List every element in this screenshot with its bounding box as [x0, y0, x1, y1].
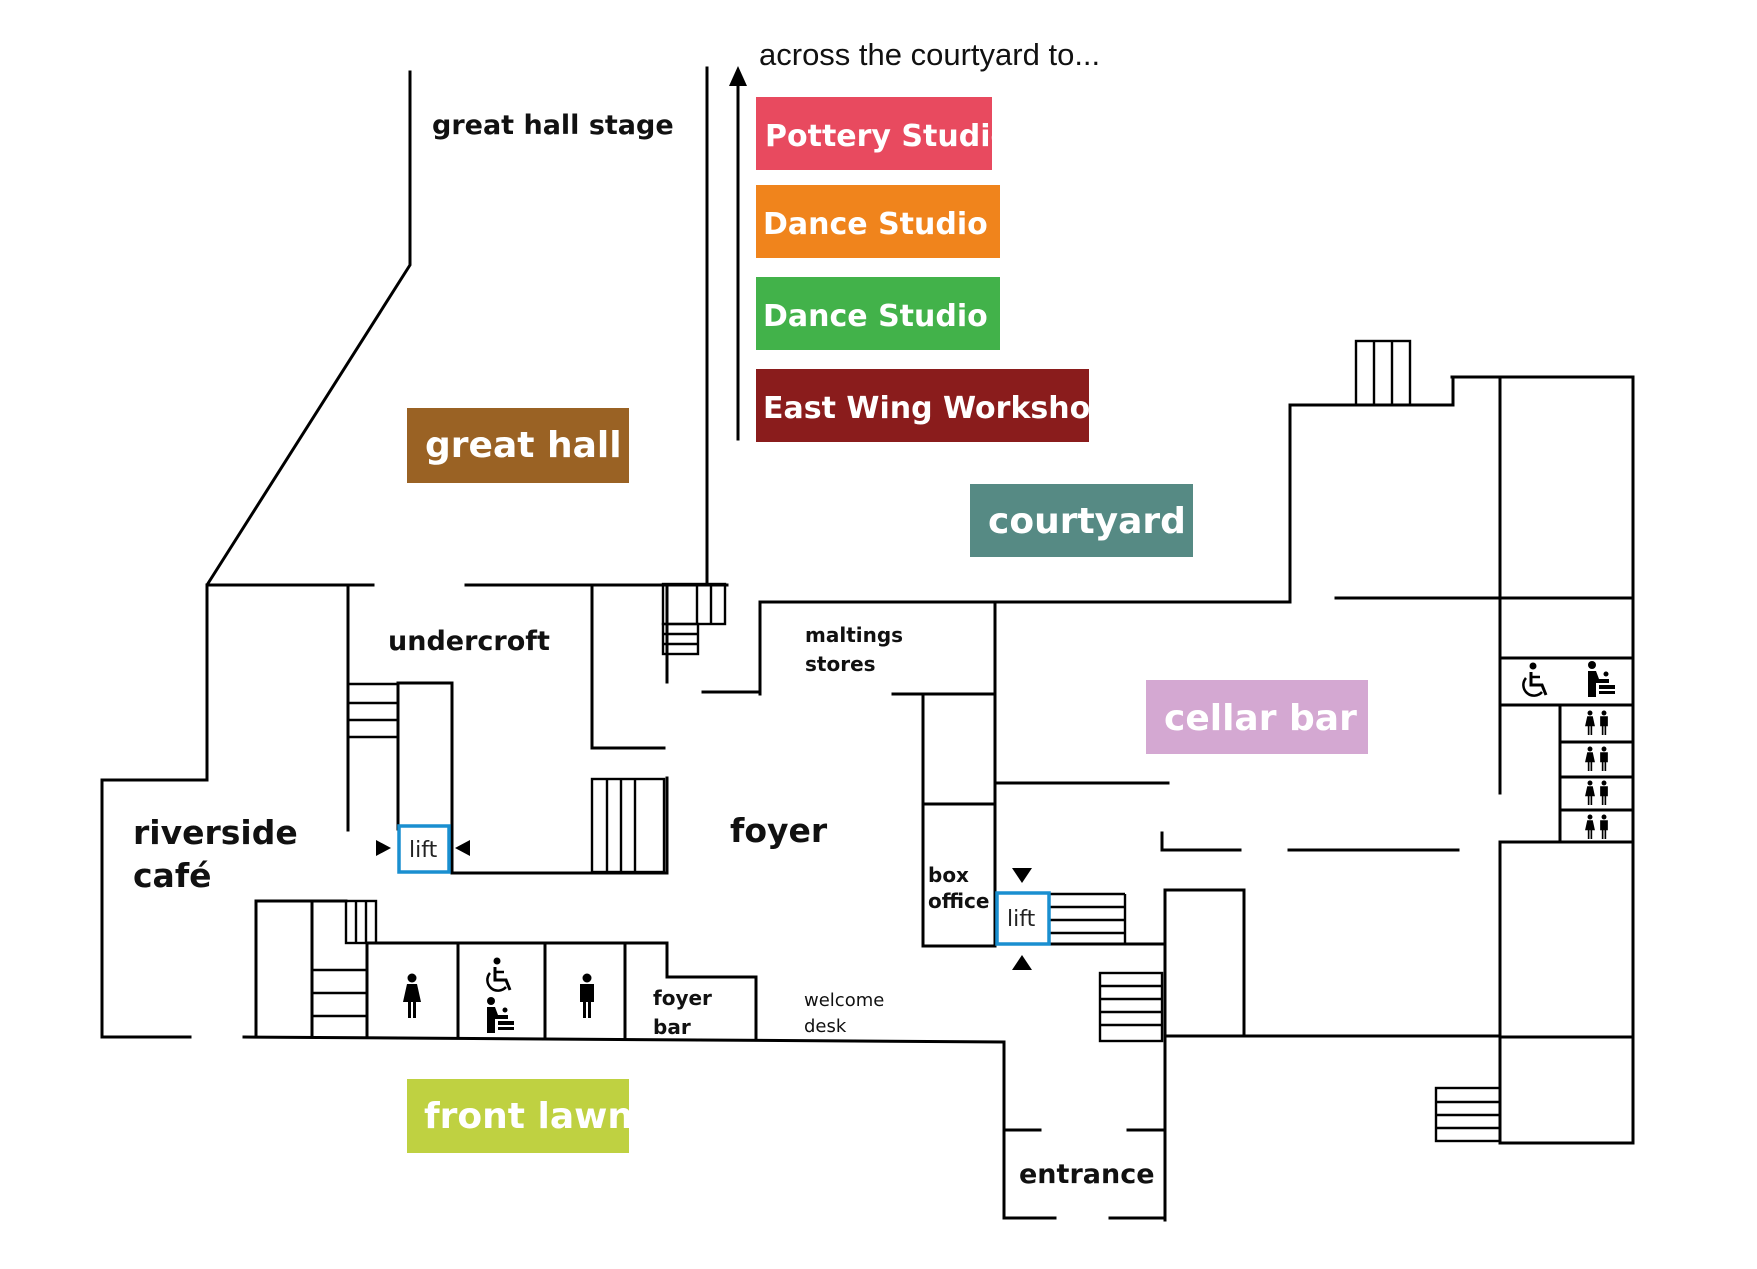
courtyard-intro-text: across the courtyard to...	[759, 37, 1100, 72]
accessible-toilet-icon	[485, 956, 512, 993]
lift-left-label: lift	[409, 838, 438, 863]
unisex-toilet-icon	[1585, 747, 1608, 771]
svg-text:front lawn: front lawn	[424, 1096, 633, 1137]
destination-box	[756, 369, 1089, 442]
stairs-foyer-top	[661, 582, 727, 656]
area-courtyard[interactable]: courtyard	[970, 484, 1193, 557]
walls	[100, 66, 1635, 1222]
room-foyer-bar-line2: bar	[653, 1015, 691, 1039]
room-riverside-line2: café	[133, 856, 212, 895]
area-front-lawn[interactable]: front lawn	[407, 1079, 633, 1153]
destination-box	[756, 97, 992, 170]
room-maltings-line2: stores	[805, 652, 876, 676]
accessible-toilet-icon	[1521, 661, 1548, 698]
destination-pottery-studio[interactable]: Pottery Studio	[756, 97, 1011, 170]
room-great-hall-stage: great hall stage	[432, 110, 674, 141]
welcome-desk-line1: welcome	[804, 990, 884, 1011]
unisex-toilet-icon	[1585, 815, 1608, 839]
arrow-up-icon	[1012, 955, 1032, 970]
destination-list: Pottery Studio Dance Studio 1 Dance Stud…	[756, 97, 1112, 442]
unisex-toilet-icon	[1585, 711, 1608, 735]
destination-box	[756, 185, 1000, 258]
male-toilet-icon	[580, 973, 594, 1018]
svg-text:great hall: great hall	[425, 425, 622, 466]
baby-change-icon	[1588, 661, 1615, 697]
stairs-inner	[590, 777, 666, 874]
stairs-east	[1434, 1086, 1502, 1143]
room-foyer-bar-line1: foyer	[653, 986, 712, 1010]
svg-text:courtyard: courtyard	[988, 501, 1186, 542]
toilet-icons	[403, 661, 1615, 1033]
destination-dance-studio-2[interactable]: Dance Studio 2	[756, 277, 1019, 350]
female-toilet-icon	[403, 973, 421, 1018]
area-cellar-bar[interactable]: cellar bar	[1146, 680, 1368, 754]
lift-right: lift	[995, 868, 1051, 970]
welcome-desk-line2: desk	[804, 1016, 847, 1037]
lift-right-label: lift	[1007, 907, 1036, 932]
baby-change-icon	[487, 997, 514, 1033]
stairs-toilets	[312, 899, 378, 1018]
svg-text:Dance Studio 1: Dance Studio 1	[763, 207, 1019, 242]
destination-east-wing-workshop[interactable]: East Wing Workshop	[756, 369, 1112, 442]
room-box-office-line1: box	[928, 863, 969, 887]
room-riverside-line1: riverside	[133, 813, 298, 852]
svg-text:Pottery Studio: Pottery Studio	[765, 119, 1011, 154]
room-box-office-line2: office	[928, 889, 989, 913]
arrow-right-icon	[376, 840, 391, 856]
destination-dance-studio-1[interactable]: Dance Studio 1	[756, 185, 1019, 258]
destination-box	[756, 277, 1000, 350]
svg-text:East Wing Workshop: East Wing Workshop	[763, 391, 1112, 426]
arrow-left-icon	[455, 840, 470, 856]
unisex-toilet-icon	[1585, 781, 1608, 805]
area-great-hall[interactable]: great hall	[407, 408, 629, 483]
room-foyer: foyer	[730, 811, 828, 850]
room-undercroft: undercroft	[388, 626, 550, 657]
room-entrance: entrance	[1019, 1159, 1155, 1190]
arrow-down-icon	[1012, 868, 1032, 883]
lift-left: lift	[376, 824, 470, 874]
room-maltings-line1: maltings	[805, 623, 903, 647]
stairs-undercroft	[348, 682, 398, 739]
stairs-cellar	[1050, 892, 1164, 1043]
svg-text:cellar bar: cellar bar	[1164, 698, 1357, 739]
svg-text:Dance Studio 2: Dance Studio 2	[763, 299, 1019, 334]
